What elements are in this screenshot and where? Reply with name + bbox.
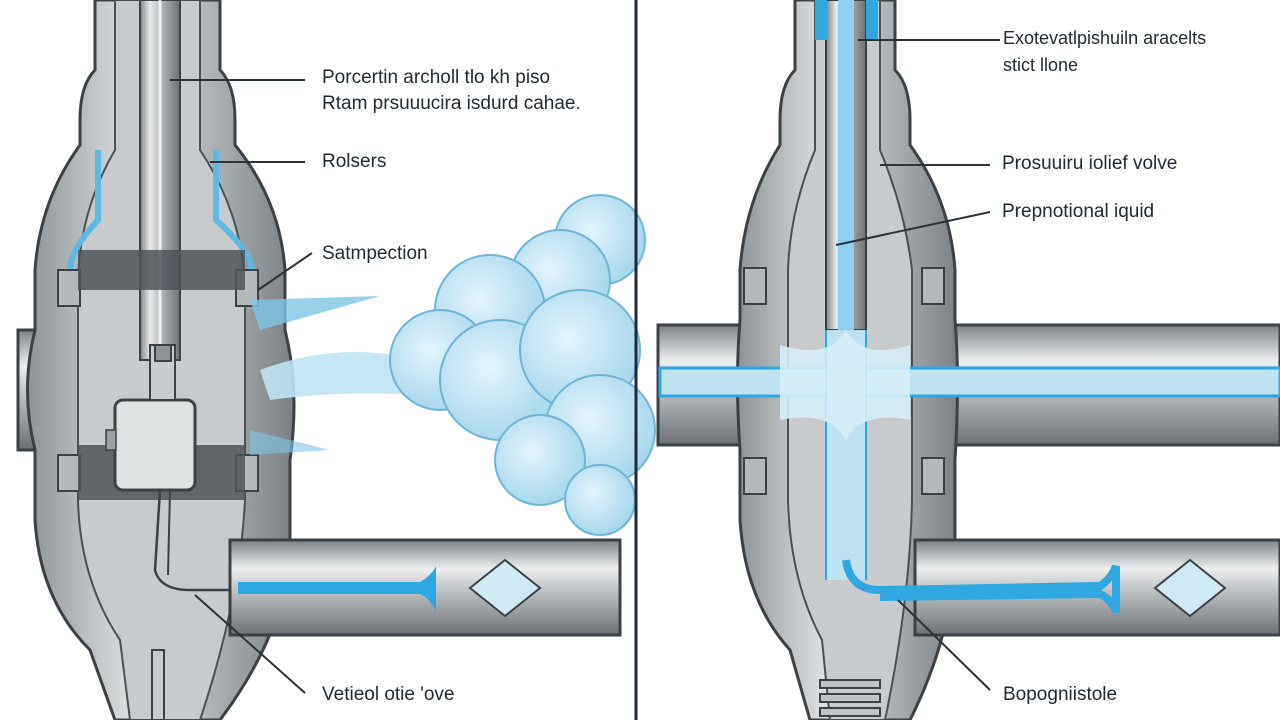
left-label-top-line1: Porcertin archoll tlo kh piso bbox=[322, 67, 551, 88]
right-label-liquid: Prepnotional iquid bbox=[1002, 201, 1155, 222]
right-label-bottom: Bopogniistole bbox=[1003, 684, 1118, 705]
left-blue-liner-right bbox=[213, 150, 255, 271]
left-spray-jet bbox=[260, 352, 420, 400]
left-blue-liner bbox=[67, 150, 101, 271]
left-label-rolsers: Rolsers bbox=[322, 151, 387, 172]
right-bolt bbox=[921, 457, 945, 495]
left-relief-cylinder bbox=[113, 398, 197, 492]
left-label-bottom: Vetieol otie 'ove bbox=[322, 684, 455, 705]
right-panel bbox=[656, 0, 1280, 720]
right-label-top-line1: Exotevatlpishuiln aracelts bbox=[1003, 28, 1207, 48]
left-steam-cloud bbox=[389, 194, 656, 536]
left-blue-flow bbox=[238, 566, 436, 612]
left-label-top-line2: Rtam prsuuucira isdurd cahae. bbox=[322, 93, 581, 114]
right-bolt bbox=[743, 267, 767, 305]
right-flow-arrow-icon bbox=[1153, 558, 1227, 618]
left-label-satmpection: Satmpection bbox=[322, 243, 428, 264]
right-label-top-line2: stict llone bbox=[1003, 55, 1079, 75]
left-flow-arrow-icon bbox=[468, 558, 542, 618]
right-bolt bbox=[743, 457, 767, 495]
left-panel bbox=[16, 0, 656, 720]
left-bolt bbox=[57, 269, 81, 307]
right-bolt bbox=[921, 267, 945, 305]
right-label-relief: Prosuuiru iolief volve bbox=[1002, 153, 1178, 174]
right-blue-flow-horizontal bbox=[658, 366, 1280, 398]
left-bolt bbox=[57, 454, 81, 492]
right-bottom-threads bbox=[819, 679, 881, 717]
